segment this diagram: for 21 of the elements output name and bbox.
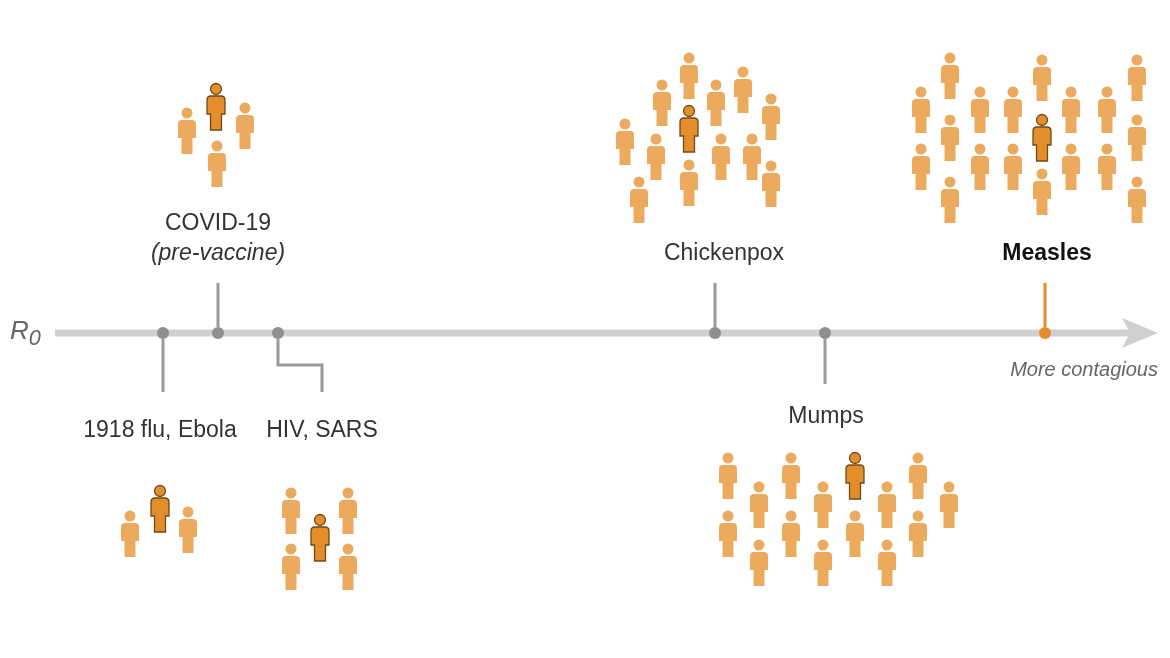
- axis-label: R$_{0}$: [10, 315, 41, 352]
- note-label: (pre-vaccine): [150, 238, 286, 267]
- leader-line: [1043, 283, 1047, 327]
- disease-label: COVID-19: [164, 208, 272, 237]
- disease-label: Measles: [1002, 238, 1092, 267]
- disease-label: HIV, SARS: [266, 415, 378, 444]
- disease-label: Mumps: [788, 401, 864, 430]
- axis-point: [212, 327, 224, 339]
- leader-line: [276, 339, 324, 392]
- leader-line: [823, 339, 827, 384]
- leader-line: [713, 283, 717, 327]
- disease-label: 1918 flu, Ebola: [83, 415, 237, 444]
- axis-point: [157, 327, 169, 339]
- axis-point: [272, 327, 284, 339]
- leader-line: [161, 339, 165, 392]
- disease-label: Chickenpox: [663, 238, 785, 267]
- direction-label: More contagious: [1010, 358, 1158, 381]
- axis-point: [1039, 327, 1051, 339]
- axis-point: [819, 327, 831, 339]
- leader-line: [216, 283, 220, 327]
- axis-point: [709, 327, 721, 339]
